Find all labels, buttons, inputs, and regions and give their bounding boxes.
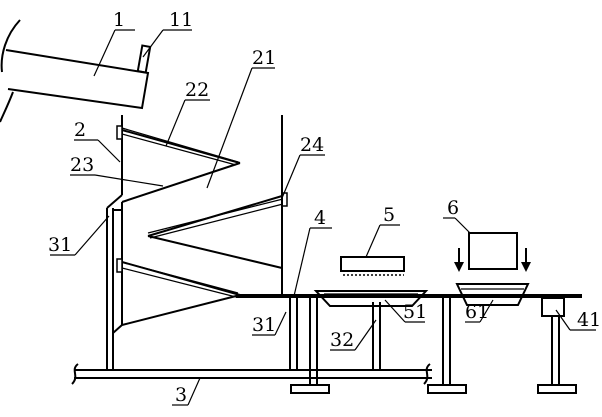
labels: 1 11 21 22 2 23 24 31 4 5 6 51 61 41 31 … (48, 9, 601, 406)
label-right-support: 41 (577, 309, 601, 331)
chute-left-wall (106, 115, 123, 370)
label-spring-rod: 22 (185, 79, 209, 101)
label-heater: 5 (383, 204, 395, 226)
tray-left (313, 290, 429, 307)
rod-brackets (116, 125, 288, 273)
hopper-handle (136, 44, 152, 74)
label-slide-plate: 23 (70, 154, 94, 176)
right-support (537, 297, 577, 394)
press (454, 232, 531, 272)
label-frame: 3 (175, 384, 187, 406)
right-leg (427, 298, 467, 394)
label-center-leg: 31 (252, 314, 276, 336)
leader-lines (50, 29, 596, 406)
base-frame (71, 363, 432, 385)
hopper (0, 19, 150, 123)
label-tray-left: 51 (403, 301, 427, 323)
center-leg (289, 298, 298, 370)
label-press: 6 (447, 197, 459, 219)
label-hopper: 1 (113, 9, 125, 31)
label-chute-frame: 2 (74, 119, 86, 141)
label-mid-leg: 32 (330, 329, 354, 351)
heater (340, 256, 405, 276)
label-hopper-handle: 11 (169, 9, 193, 31)
label-tray-right: 61 (465, 301, 489, 323)
tray-right (455, 283, 530, 306)
label-left-leg: 31 (48, 234, 72, 256)
label-conveyor-belt: 4 (314, 207, 326, 229)
label-hinge: 24 (300, 134, 324, 156)
label-chute-body: 21 (252, 47, 276, 69)
